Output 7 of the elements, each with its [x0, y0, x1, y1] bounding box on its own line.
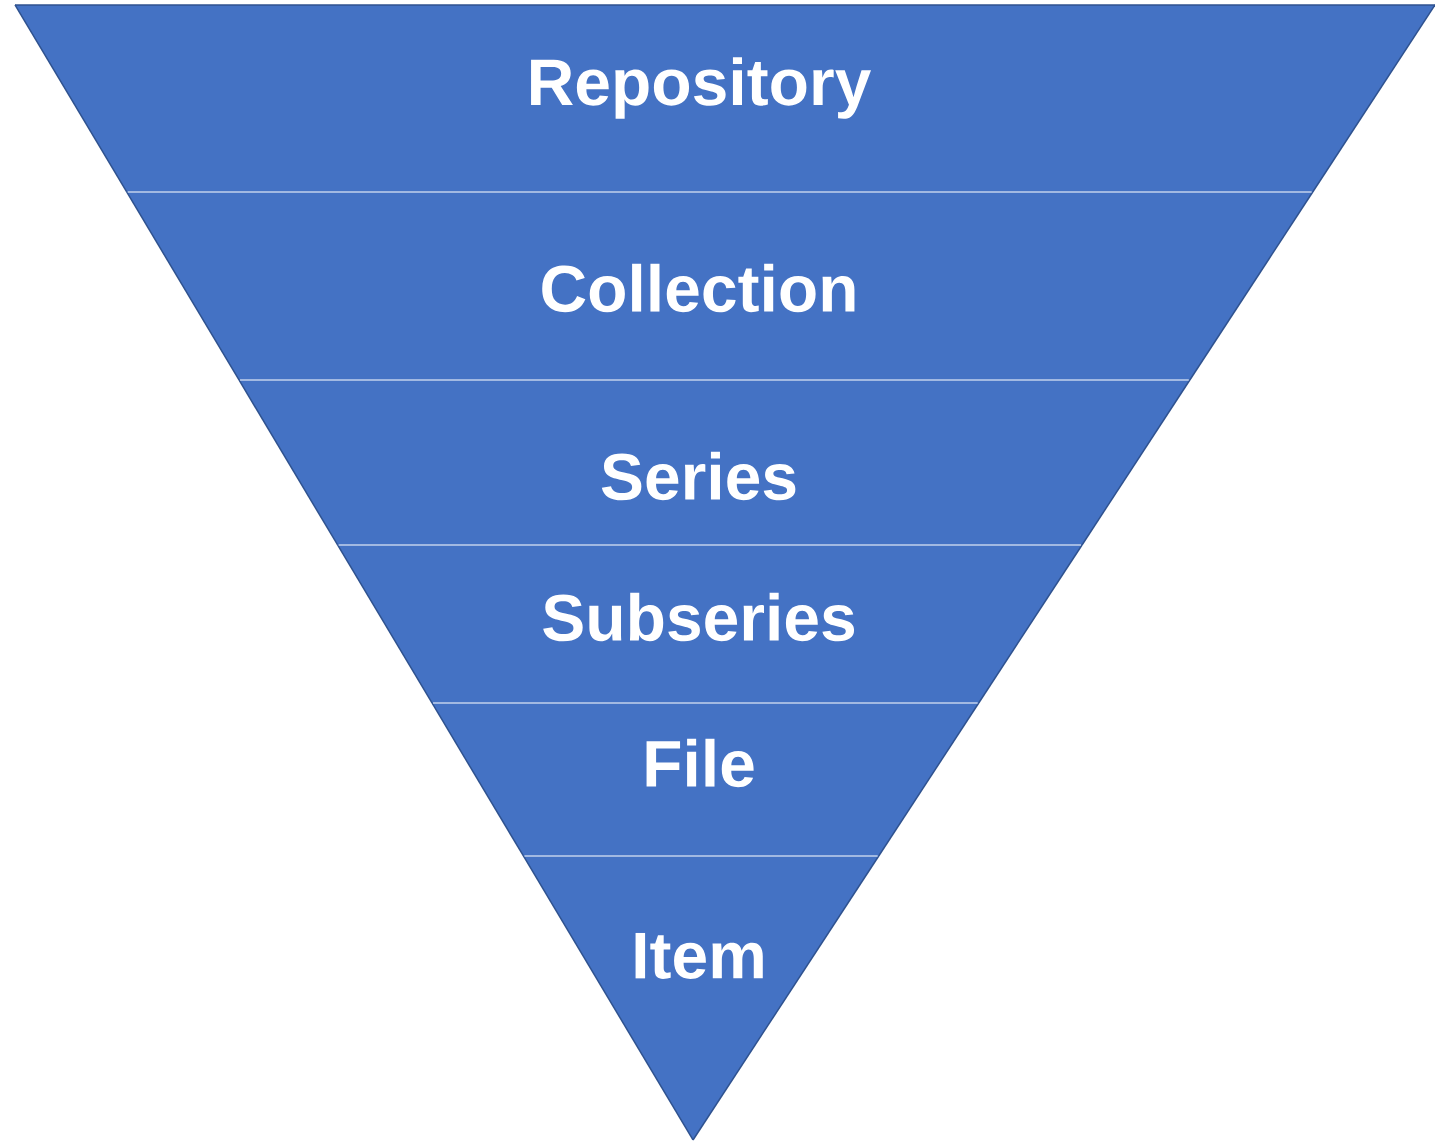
funnel-band: Item	[522, 855, 880, 1141]
funnel-band: Subseries	[336, 544, 1083, 704]
funnel-band: File	[431, 702, 980, 857]
node-label: Item	[635, 932, 763, 980]
funnel-band: Repository	[14, 4, 1435, 193]
funnel-band: Series	[238, 379, 1191, 546]
funnel-band: Collection	[125, 191, 1314, 381]
